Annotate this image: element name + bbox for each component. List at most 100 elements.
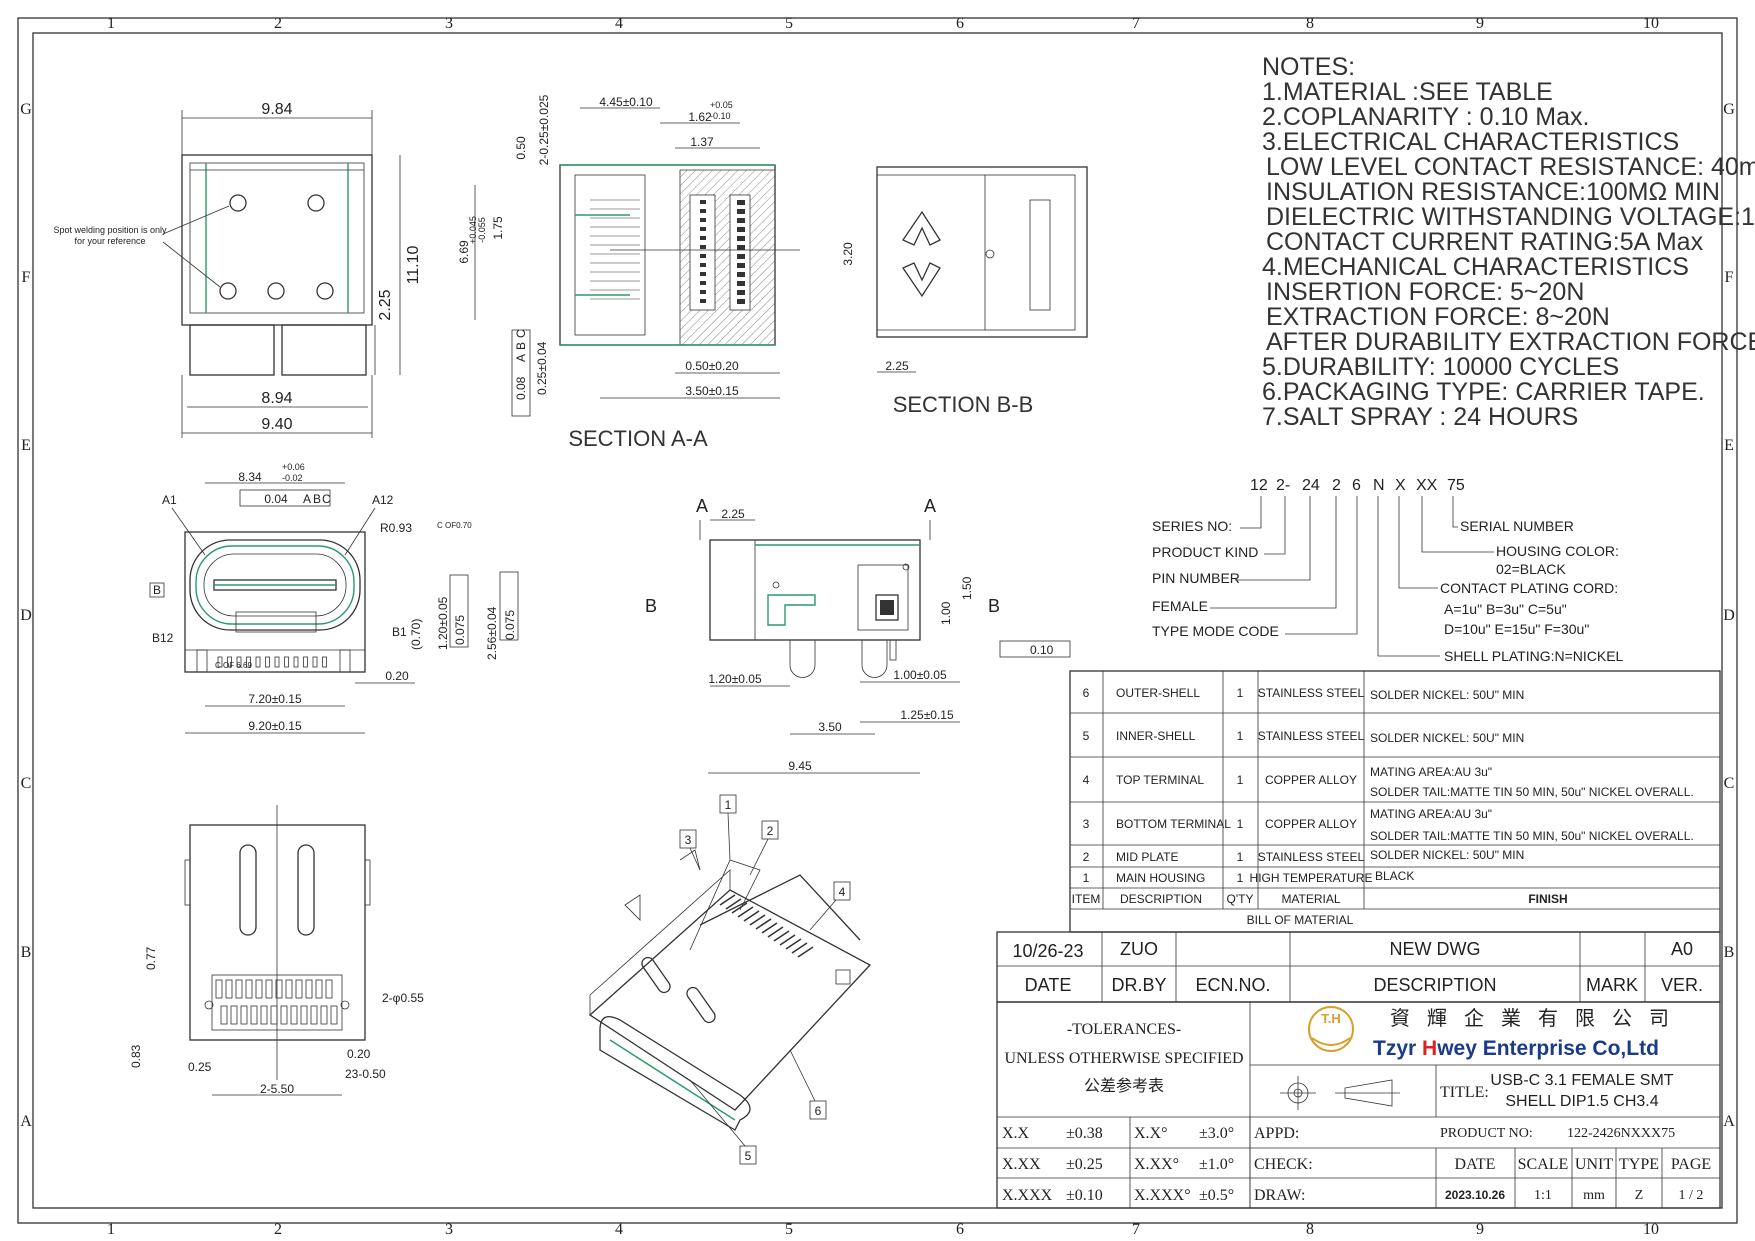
contact-tooth (700, 236, 706, 240)
dim: 2-φ0.55 (382, 991, 424, 1005)
grid-row-right: F (1725, 269, 1734, 286)
code-label: TYPE MODE CODE (1152, 623, 1279, 639)
dim: 1.20±0.05 (436, 596, 450, 650)
iso-contact (797, 946, 814, 958)
bom-material: HIGH TEMPERATURE (1250, 871, 1373, 885)
code-label: 02=BLACK (1496, 561, 1566, 577)
rev-label: ECN.NO. (1195, 975, 1270, 995)
code-label: A=1u" B=3u" C=5u" (1444, 601, 1567, 617)
solder-pad (230, 1005, 238, 1025)
tol-row: ±0.25 (1066, 1156, 1103, 1173)
iso-contact (749, 914, 766, 926)
solder-pad (235, 979, 243, 999)
solder-pad (215, 979, 223, 999)
grid-col-top: 2 (274, 15, 282, 32)
note-line: 3.ELECTRICAL CHARACTERISTICS (1262, 128, 1679, 156)
title-line: USB-C 3.1 FEMALE SMT (1490, 1072, 1673, 1089)
part-code-diagram: 12 2- 24 2 6 N X XX 75 SERIES NO: PRODUC… (1152, 477, 1624, 664)
callout: 5 (745, 1149, 752, 1163)
solder-pad (245, 979, 253, 999)
rev-label: DR.BY (1111, 975, 1166, 995)
meta-label: PAGE (1671, 1156, 1711, 1173)
dim: 0.20 (347, 1047, 371, 1061)
fcf: 0.10 (1030, 643, 1054, 657)
grid-col-bottom: 7 (1132, 1221, 1140, 1238)
company-name-en: Tzyr Hwey Enterprise Co,Ltd (1373, 1037, 1659, 1060)
rev-ver: A0 (1671, 939, 1693, 959)
dim: 7.20±0.15 (248, 692, 302, 706)
bom-finish: SOLDER NICKEL: 50U" MIN (1370, 848, 1524, 862)
fcf: B (514, 342, 528, 350)
bom-material: STAINLESS STEEL (1258, 850, 1365, 864)
projection-symbol-icon (1280, 1076, 1400, 1110)
title-block: -TOLERANCES- UNLESS OTHERWISE SPECIFIED … (996, 1001, 1721, 1209)
bom-item: 1 (1083, 871, 1090, 885)
note-line: INSULATION RESISTANCE:100MΩ MIN (1266, 178, 1720, 206)
section-mark: A (924, 496, 936, 516)
contact-tooth (700, 254, 706, 258)
code-label: PIN NUMBER (1152, 570, 1240, 586)
bom-qty: 1 (1237, 686, 1244, 700)
section-mark: B (645, 596, 657, 616)
solder-pad (330, 1005, 338, 1025)
dim: 1.00 (939, 601, 953, 625)
dim: +0.045 (468, 216, 478, 244)
bom-header: Q'TY (1227, 892, 1254, 906)
dim: 9.40 (261, 416, 292, 433)
contact-tooth (737, 299, 745, 304)
tol-row: X.XX° (1134, 1156, 1179, 1173)
tolerances-title: -TOLERANCES- (1067, 1021, 1181, 1038)
code-label: FEMALE (1152, 598, 1208, 614)
tol-row: ±1.0° (1199, 1156, 1234, 1173)
solder-pad (240, 1005, 248, 1025)
note-line: 7.SALT SPRAY : 24 HOURS (1262, 403, 1578, 431)
grid-row-right: C (1724, 775, 1735, 792)
grid-row-right: B (1724, 944, 1735, 961)
dim: 2.25 (885, 359, 909, 373)
spot-weld-note: Spot welding position is only (53, 225, 167, 235)
tol-row: X.XX (1002, 1156, 1041, 1173)
dim: -0.055 (477, 217, 487, 243)
code-label: SERIES NO: (1152, 518, 1232, 534)
grid-col-bottom: 10 (1643, 1221, 1659, 1238)
rev-description: NEW DWG (1390, 939, 1481, 959)
bom-header: MATERIAL (1281, 892, 1340, 906)
callout: 6 (815, 1104, 822, 1118)
grid-col-bottom: 4 (615, 1221, 623, 1238)
datum-b: B (153, 583, 161, 597)
grid-col-bottom: 6 (956, 1221, 964, 1238)
grid-col-top: 3 (445, 15, 453, 32)
contact-tooth (700, 299, 706, 303)
solder-pad (260, 1005, 268, 1025)
dim: 2.56±0.04 (485, 606, 499, 660)
notes-block: NOTES: 1.MATERIAL :SEE TABLE 2.COPLANARI… (1262, 53, 1755, 431)
grid-col-bottom: 8 (1306, 1221, 1314, 1238)
bom-qty: 1 (1237, 729, 1244, 743)
bom-header: ITEM (1072, 892, 1101, 906)
rev-label: VER. (1661, 975, 1703, 995)
title-label: TITLE: (1440, 1084, 1489, 1101)
solder-pad (280, 1005, 288, 1025)
iso-contact (731, 902, 748, 914)
bom-finish: SOLDER TAIL:MATTE TIN 50 MIN, 50u" NICKE… (1370, 785, 1694, 799)
iso-contact (755, 918, 772, 930)
code-seg: 2- (1276, 477, 1290, 494)
iso-contact (737, 906, 754, 918)
grid-col-top: 9 (1476, 15, 1484, 32)
rev-date: 10/26-23 (1012, 941, 1083, 961)
pin (303, 656, 308, 668)
dim: 9.45 (788, 759, 812, 773)
code-label: SHELL PLATING:N=NICKEL (1444, 648, 1624, 664)
bom-header: DESCRIPTION (1120, 892, 1202, 906)
grid-frame: 1 2 3 4 5 6 7 8 9 10 1 2 3 4 5 6 7 8 9 1… (20, 15, 1735, 1238)
contact-tooth (737, 200, 745, 205)
tol-row: APPD: (1254, 1125, 1299, 1142)
fcf: 0.04 (264, 492, 288, 506)
pin (284, 656, 289, 668)
solder-pad (270, 1005, 278, 1025)
front-view: 8.34 +0.06 -0.02 0.04 A B C A1 A12 B1 B1… (149, 462, 519, 734)
pin (274, 656, 280, 668)
pin (217, 656, 223, 668)
note-line: LOW LEVEL CONTACT RESISTANCE: 40mΩ Max (1266, 153, 1755, 181)
code-label: D=10u" E=15u" F=30u" (1444, 621, 1589, 637)
